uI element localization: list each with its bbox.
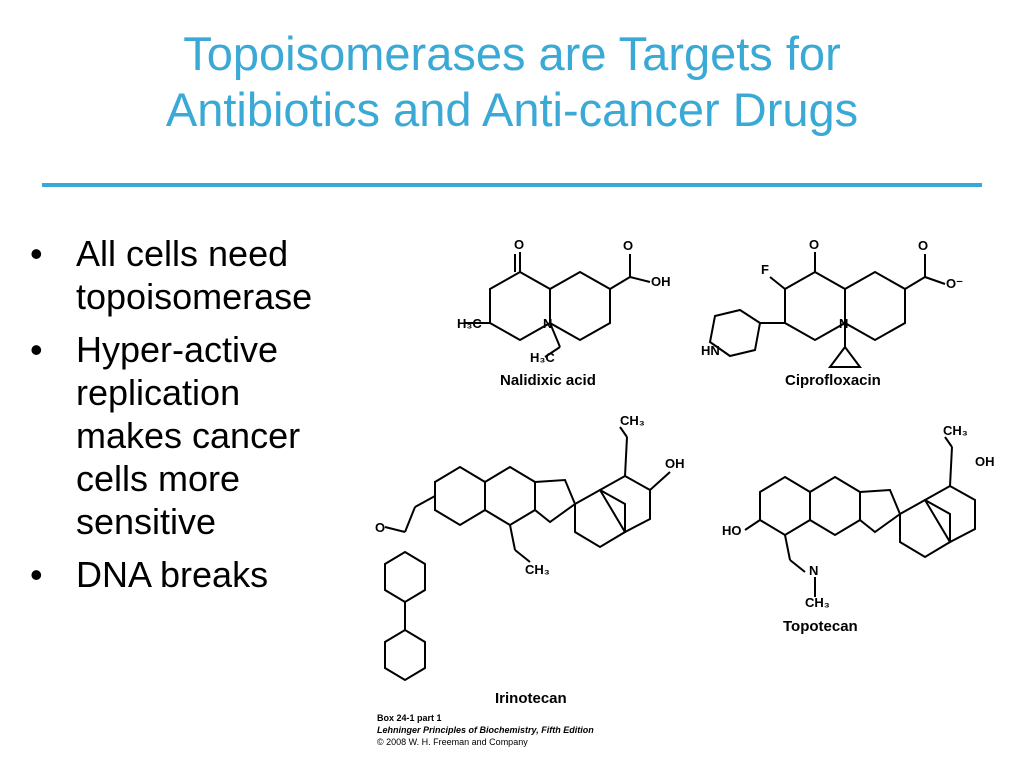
atom-label: HN xyxy=(701,343,720,358)
title-divider xyxy=(42,183,982,187)
atom-label: N xyxy=(809,563,818,578)
irinotecan-structure xyxy=(384,426,671,682)
structures-drawing: O O OH H₃C N H₃C O O O⁻ F HN N CH₃ OH O … xyxy=(375,237,995,682)
credit-line-3: © 2008 W. H. Freeman and Company xyxy=(377,737,528,747)
title-line-2: Antibiotics and Anti-cancer Drugs xyxy=(165,83,859,136)
bullet-text: All cells need topoisomerase xyxy=(76,233,313,317)
bullet-dot: • xyxy=(30,329,43,370)
atom-label: CH₃ xyxy=(805,595,830,610)
atom-label: OH xyxy=(651,274,671,289)
atom-label: OH xyxy=(975,454,995,469)
figure-credit: Box 24-1 part 1 Lehninger Principles of … xyxy=(377,712,594,748)
atom-label: O⁻ xyxy=(946,276,963,291)
atom-label: O xyxy=(375,520,385,535)
bullet-list: • All cells need topoisomerase • Hyper-act… xyxy=(30,232,380,606)
chemical-structures-figure: O O OH H₃C N H₃C O O O⁻ F HN N CH₃ OH O … xyxy=(365,232,1005,752)
atom-label: H₃C xyxy=(530,350,555,365)
atom-label: OH xyxy=(665,456,685,471)
caption-nalidixic-acid: Nalidixic acid xyxy=(500,372,596,389)
caption-topotecan: Topotecan xyxy=(783,618,858,635)
atom-label: CH₃ xyxy=(525,562,550,577)
atom-label: H₃C xyxy=(457,316,482,331)
atom-label: CH₃ xyxy=(943,423,968,438)
bullet-text: DNA breaks xyxy=(76,554,269,595)
atom-labels: O O OH H₃C N H₃C O O O⁻ F HN N CH₃ OH O … xyxy=(375,237,995,610)
bullet-item: • All cells need topoisomerase xyxy=(30,232,380,318)
bullet-item: • DNA breaks xyxy=(30,553,380,596)
bullet-text: Hyper-active replication makes cancer ce… xyxy=(76,329,301,542)
atom-label: O xyxy=(809,237,819,252)
atom-label: F xyxy=(761,262,769,277)
nalidixic-acid-structure xyxy=(465,252,651,358)
ciprofloxacin-structure xyxy=(708,252,946,368)
atom-label: O xyxy=(918,238,928,253)
atom-label: O xyxy=(514,237,524,252)
topotecan-structure xyxy=(744,436,976,597)
title-line-1: Topoisomerases are Targets for xyxy=(183,27,841,80)
atom-label: N xyxy=(543,316,552,331)
credit-line-2: Lehninger Principles of Biochemistry, Fi… xyxy=(377,725,594,735)
caption-ciprofloxacin: Ciprofloxacin xyxy=(785,372,881,389)
caption-irinotecan: Irinotecan xyxy=(495,690,567,707)
credit-line-1: Box 24-1 part 1 xyxy=(377,713,442,723)
slide-title: Topoisomerases are Targets for Antibioti… xyxy=(0,26,1024,138)
bullet-dot: • xyxy=(30,554,43,595)
atom-label: O xyxy=(623,238,633,253)
atom-label: CH₃ xyxy=(620,413,645,428)
bullet-dot: • xyxy=(30,233,43,274)
atom-label: N xyxy=(839,316,848,331)
atom-label: HO xyxy=(722,523,742,538)
bullet-item: • Hyper-active replication makes cancer c… xyxy=(30,328,380,543)
